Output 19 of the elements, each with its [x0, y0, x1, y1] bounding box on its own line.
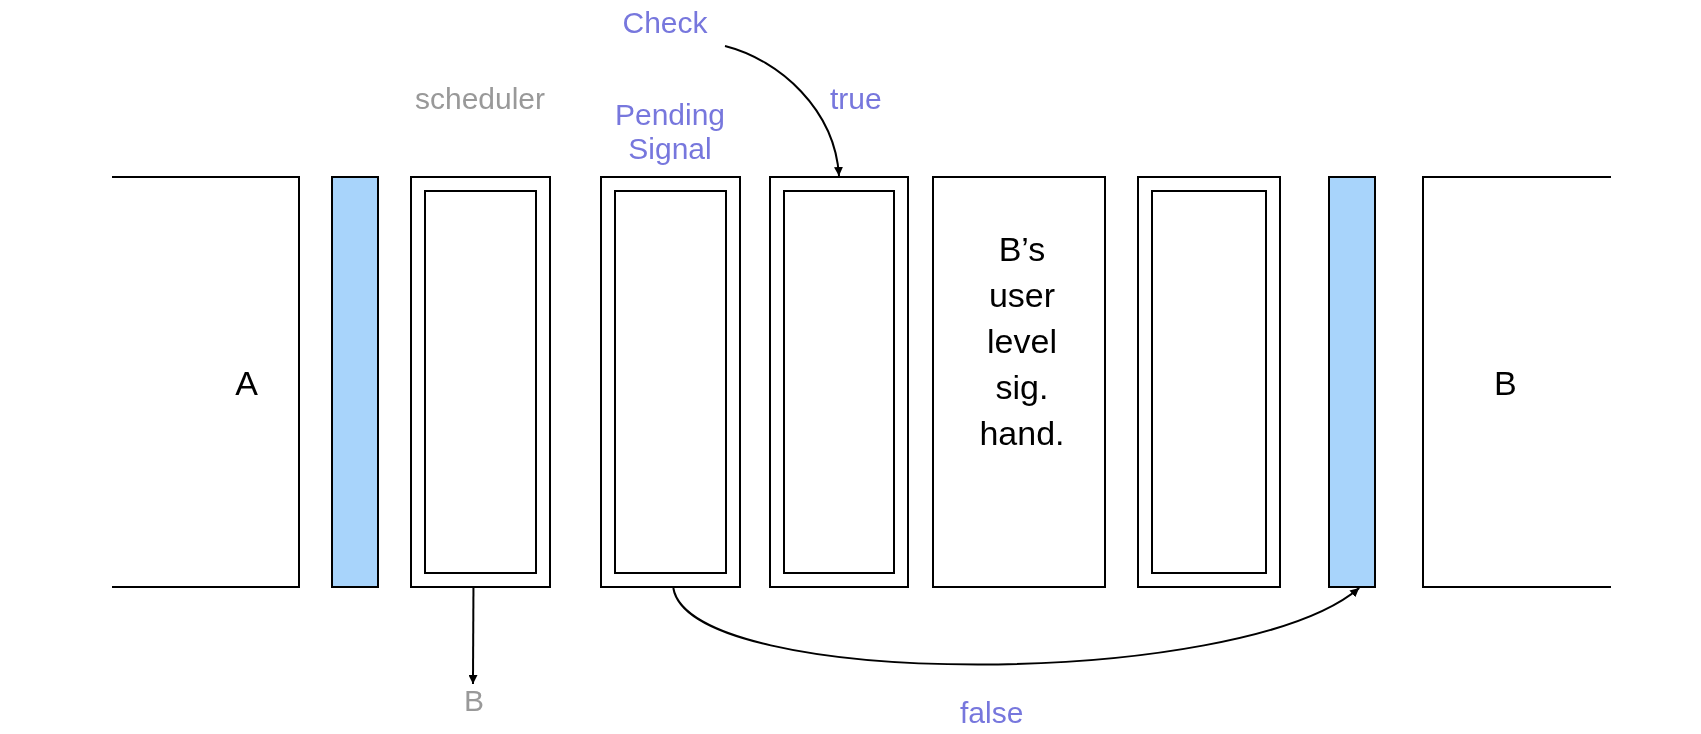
arrow	[468, 587, 478, 685]
shaded-bar	[331, 176, 379, 588]
framed-block	[769, 176, 909, 588]
block-label: A	[235, 364, 258, 403]
framed-block	[600, 176, 741, 588]
time-block	[1422, 176, 1611, 588]
text-label: Check	[605, 6, 725, 46]
text-label: B	[457, 684, 491, 722]
framed-block	[410, 176, 551, 588]
time-block	[112, 176, 300, 588]
arrow	[672, 587, 1361, 666]
block-label: B’s user level sig. hand.	[978, 229, 1066, 454]
shaded-bar	[1328, 176, 1376, 588]
framed-block	[1137, 176, 1281, 588]
arrow	[724, 45, 843, 177]
block-label: B	[1494, 364, 1517, 403]
caption-text: scheduler	[413, 82, 547, 116]
time-block	[932, 176, 1106, 588]
caption-text: Pending Signal	[613, 98, 727, 166]
